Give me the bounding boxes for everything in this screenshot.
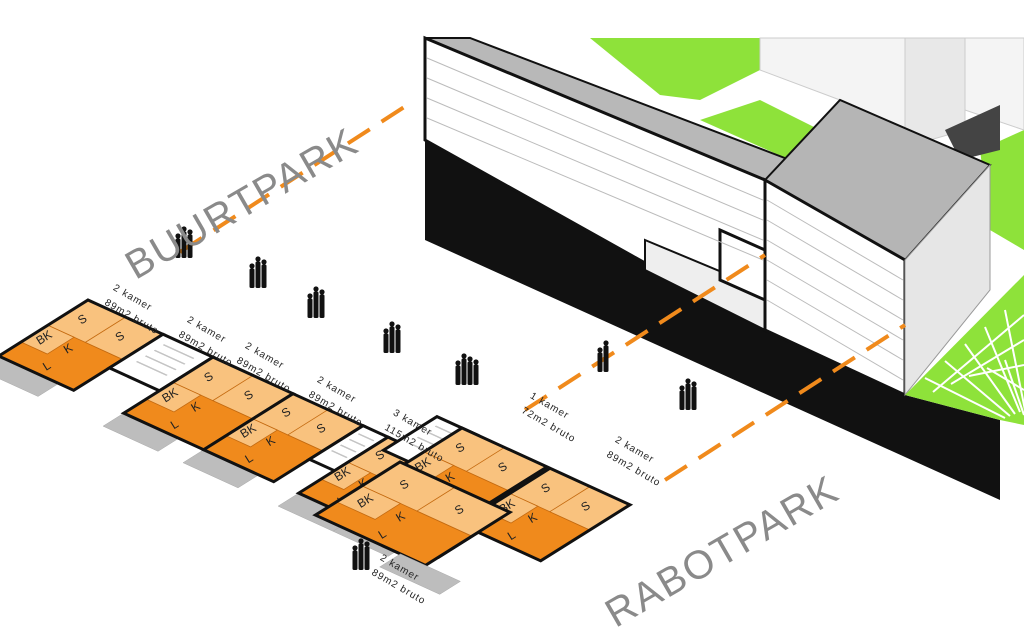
- facade-line: [766, 199, 904, 281]
- person-head: [181, 226, 187, 232]
- person-head: [467, 356, 473, 362]
- person-head: [249, 263, 255, 269]
- green-area: [590, 38, 760, 100]
- stair-step: [330, 450, 348, 459]
- background-building: [904, 37, 966, 141]
- person-head: [307, 293, 313, 299]
- person-body: [358, 543, 364, 570]
- grid-line: [944, 360, 1011, 417]
- person-head: [319, 289, 325, 295]
- facade-line: [766, 259, 904, 341]
- grid-line: [1004, 359, 1024, 416]
- person-head: [358, 538, 364, 544]
- dark-shadow: [945, 105, 1000, 160]
- unit-outline: [0, 298, 167, 393]
- grid-line: [1004, 309, 1024, 411]
- person-head: [313, 286, 319, 292]
- person-body: [455, 365, 461, 385]
- person-head: [461, 353, 467, 359]
- people-silhouette-icon: [679, 378, 697, 410]
- person-body: [603, 345, 609, 372]
- person-head: [261, 259, 267, 265]
- facade-line: [766, 299, 904, 381]
- grid-line: [964, 343, 1016, 415]
- person-head: [255, 256, 261, 262]
- stair-step: [339, 444, 357, 453]
- people-silhouette-icon: [249, 256, 267, 288]
- facade-line: [766, 239, 904, 321]
- grid-line: [986, 367, 1024, 391]
- person-body: [187, 234, 193, 258]
- person-head: [352, 545, 358, 551]
- people-silhouette-icon: [352, 538, 370, 570]
- stair-step: [357, 433, 375, 442]
- grid-line: [968, 364, 1024, 377]
- facade-line: [426, 77, 764, 221]
- person-body: [181, 231, 187, 258]
- person-body: [389, 326, 395, 353]
- person-body: [352, 550, 358, 570]
- person-head: [389, 321, 395, 327]
- people-silhouette-icon: [307, 286, 325, 318]
- sightline: [178, 98, 417, 254]
- grid-line: [984, 326, 1021, 413]
- facade-line: [766, 279, 904, 361]
- green-grid-lawn: [905, 275, 1024, 425]
- person-body: [249, 268, 255, 288]
- sightline: [663, 323, 907, 482]
- person-body: [691, 386, 697, 410]
- facade-line: [426, 117, 764, 261]
- person-head: [364, 541, 370, 547]
- unit-outline: [200, 391, 367, 484]
- person-head: [597, 347, 603, 353]
- person-body: [467, 361, 473, 385]
- balcony: [379, 553, 461, 595]
- person-head: [679, 385, 685, 391]
- tower-side: [904, 163, 991, 397]
- person-body: [685, 383, 691, 410]
- person-head: [383, 328, 389, 334]
- stair-step: [162, 344, 195, 360]
- person-body: [364, 546, 370, 570]
- person-body: [313, 291, 319, 318]
- person-body: [395, 329, 401, 353]
- facade-line: [426, 97, 764, 241]
- person-head: [175, 233, 181, 239]
- people-silhouette-icon: [597, 340, 609, 372]
- person-head: [603, 340, 609, 346]
- person-body: [383, 333, 389, 353]
- person-head: [473, 359, 479, 365]
- person-body: [255, 261, 261, 288]
- person-body: [261, 264, 267, 288]
- person-body: [319, 294, 325, 318]
- person-head: [685, 378, 691, 384]
- person-body: [597, 352, 603, 372]
- person-body: [175, 238, 181, 258]
- building-base: [425, 140, 1000, 500]
- green-area: [980, 130, 1024, 250]
- people-silhouette-icon: [175, 226, 193, 258]
- stair-step: [135, 360, 168, 376]
- stair-step: [348, 438, 366, 447]
- sightline: [523, 253, 767, 412]
- people-silhouette-icon: [455, 353, 479, 385]
- person-body: [307, 298, 313, 318]
- stair-step: [144, 355, 177, 371]
- person-body: [679, 390, 685, 410]
- person-head: [187, 229, 193, 235]
- stair-step: [153, 349, 186, 365]
- person-head: [691, 381, 697, 387]
- person-body: [473, 364, 479, 385]
- people-silhouette-icon: [383, 321, 401, 353]
- person-body: [461, 358, 467, 385]
- facade-line: [766, 219, 904, 301]
- green-area: [700, 100, 820, 160]
- person-head: [455, 360, 461, 366]
- facade-line: [426, 57, 764, 201]
- grid-line: [924, 377, 1006, 419]
- person-head: [395, 324, 401, 330]
